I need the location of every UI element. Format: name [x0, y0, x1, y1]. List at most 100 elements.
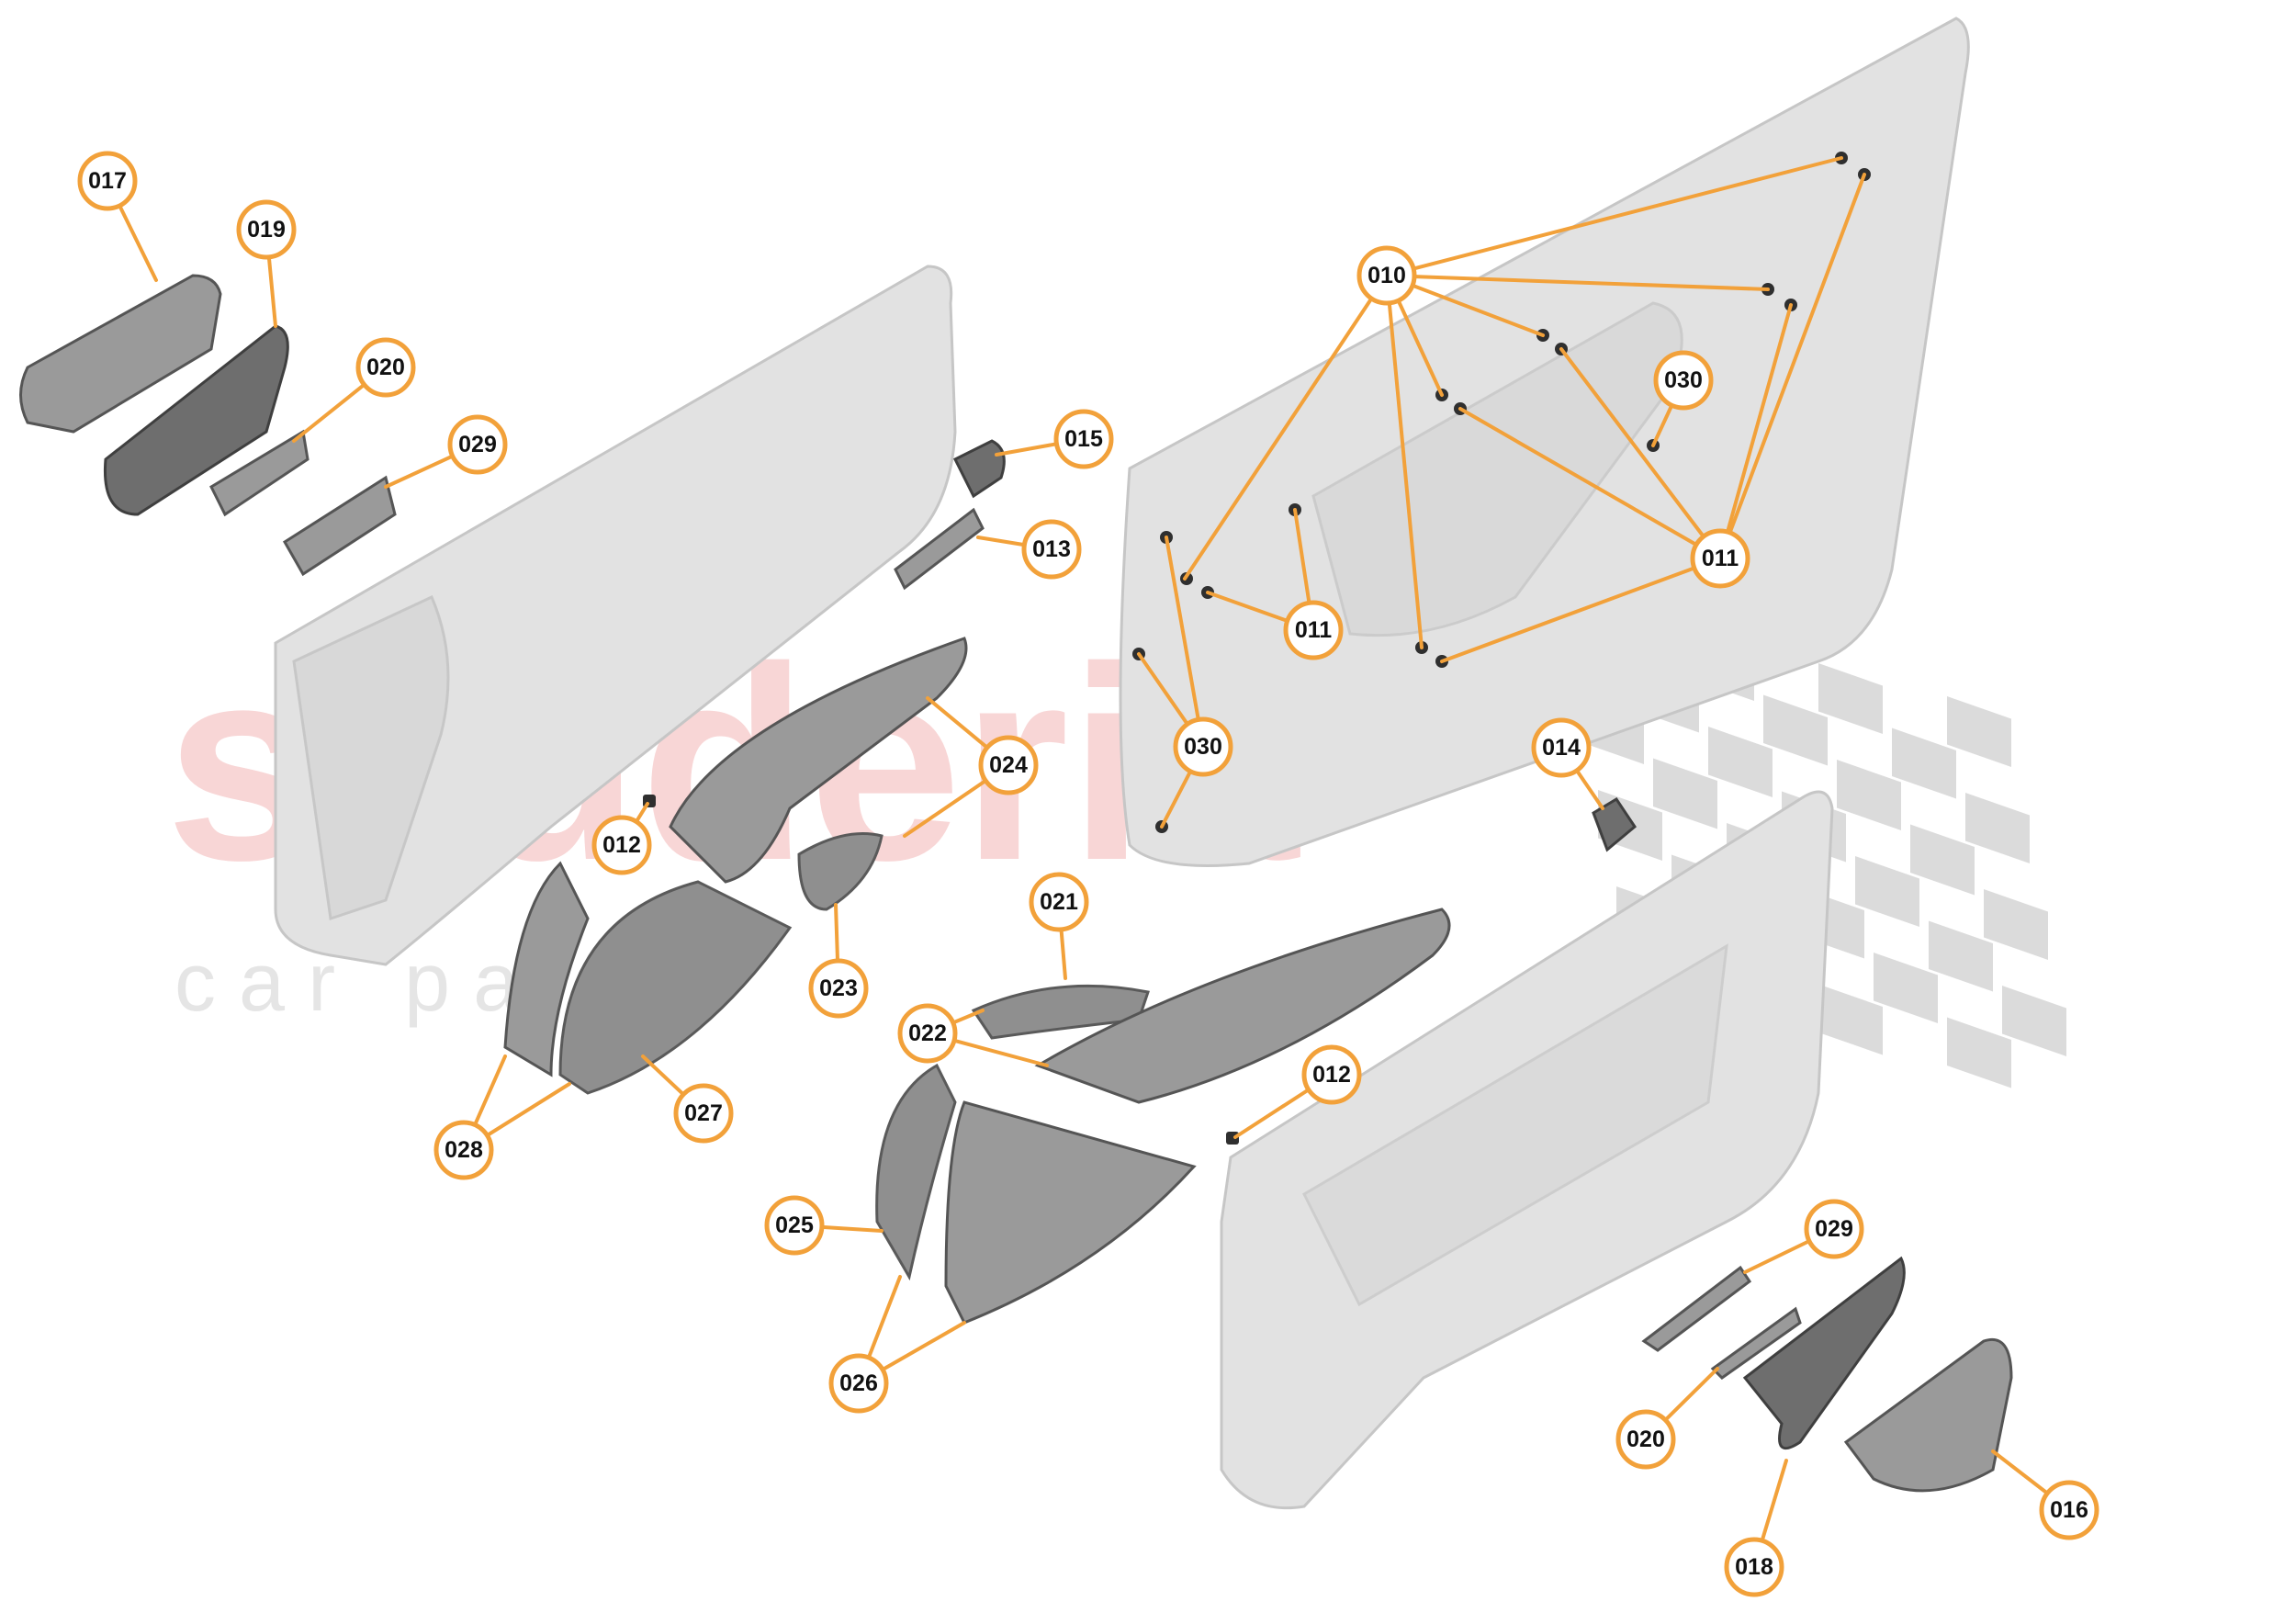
callout-011: 011 [1690, 528, 1750, 589]
callout-label: 012 [1312, 1062, 1351, 1088]
part-020-bracket [209, 429, 310, 517]
callout-label: 027 [684, 1100, 723, 1126]
callout-circle [591, 815, 652, 875]
part-016-handle-bracket-rh [1843, 1338, 2013, 1493]
callout-012: 012 [591, 815, 652, 875]
callout-circle [1021, 519, 1082, 580]
callout-026: 026 [828, 1353, 889, 1414]
leader-line [1458, 407, 1722, 560]
callout-circle [433, 1120, 494, 1180]
part-028-trim-panel [503, 861, 590, 1077]
callout-label: 018 [1735, 1554, 1773, 1580]
part-013-light [894, 507, 985, 591]
part-025-grille [875, 1063, 957, 1281]
part-026-trim-panel [944, 1100, 1197, 1325]
callout-label: 015 [1064, 426, 1103, 452]
callout-label: 021 [1040, 889, 1078, 915]
leader-line [1385, 274, 1424, 649]
callout-015: 015 [1053, 409, 1114, 469]
callout-028: 028 [433, 1120, 494, 1180]
callout-013: 013 [1021, 519, 1082, 580]
callout-label: 012 [602, 832, 641, 858]
checker-square [1818, 663, 1883, 734]
callout-020: 020 [1615, 1409, 1676, 1470]
callout-010: 010 [1356, 245, 1417, 306]
part-027-grille-panel [558, 880, 793, 1095]
callout-022: 022 [897, 1003, 958, 1064]
leader-line [1385, 156, 1843, 277]
callout-circle [1053, 409, 1114, 469]
checker-square [1929, 920, 1993, 992]
leader-line [1718, 173, 1866, 560]
callout-circle [2039, 1480, 2099, 1540]
callout-017: 017 [77, 151, 138, 211]
callout-020: 020 [355, 337, 416, 398]
callout-circle [764, 1195, 825, 1256]
callout-021: 021 [1029, 872, 1089, 932]
checker-square [1910, 824, 1975, 896]
checker-square [1837, 760, 1901, 830]
callout-circle [828, 1353, 889, 1414]
callout-circle [1804, 1199, 1864, 1259]
leader-line [1440, 557, 1722, 663]
callout-019: 019 [236, 199, 297, 260]
callouts: 017 019 020 029 015 013 010 030 011 011 030 014 024 0… [77, 151, 2099, 1597]
callout-circle [1690, 528, 1750, 589]
callout-label: 020 [366, 355, 405, 380]
leader-line [1183, 274, 1389, 581]
callout-circle [1301, 1044, 1362, 1105]
checker-square [1965, 793, 2030, 863]
callout-label: 029 [1815, 1216, 1853, 1242]
callout-circle [447, 414, 508, 475]
part-020-bracket-rh [1710, 1306, 1802, 1380]
callout-circle [1283, 600, 1344, 660]
callout-label: 030 [1664, 367, 1703, 393]
checker-square [1708, 727, 1773, 797]
callout-label: 017 [88, 168, 127, 194]
callout-029: 029 [1804, 1199, 1864, 1259]
checker-square [1874, 953, 1938, 1023]
callout-circle [77, 151, 138, 211]
callout-030: 030 [1653, 350, 1714, 411]
callout-circle [1531, 717, 1592, 778]
checker-square [1892, 727, 1956, 799]
part-018-handle-trim-rh [1742, 1256, 1906, 1450]
callout-label: 024 [989, 752, 1028, 778]
callout-label: 013 [1032, 536, 1071, 562]
leader-line [1165, 536, 1205, 749]
callout-circle [1724, 1537, 1784, 1597]
callout-circle [897, 1003, 958, 1064]
callout-016: 016 [2039, 1480, 2099, 1540]
callout-label: 014 [1542, 735, 1581, 761]
leader-line [1718, 303, 1793, 560]
callout-030: 030 [1173, 716, 1233, 777]
checker-square [1855, 856, 1919, 927]
callout-label: 028 [445, 1137, 483, 1163]
callout-025: 025 [764, 1195, 825, 1256]
callout-label: 022 [908, 1021, 947, 1046]
callout-label: 025 [775, 1212, 814, 1238]
callout-label: 023 [819, 976, 858, 1001]
checker-square [1653, 758, 1717, 829]
checker-square [2002, 986, 2066, 1056]
callout-label: 010 [1367, 263, 1406, 288]
callout-circle [1029, 872, 1089, 932]
part-015-clip [952, 439, 1006, 499]
checker-square [1947, 696, 2011, 767]
callout-circle [355, 337, 416, 398]
part-017-handle-bracket [19, 274, 222, 434]
callout-023: 023 [808, 958, 869, 1019]
part-024-armrest-cover [669, 637, 968, 884]
callout-circle [1356, 245, 1417, 306]
callout-label: 011 [1295, 617, 1332, 643]
callout-circle [1173, 716, 1233, 777]
left-door-panel [274, 265, 957, 966]
callout-label: 026 [839, 1370, 878, 1396]
callout-011: 011 [1283, 600, 1344, 660]
leader-line [1385, 274, 1770, 291]
callout-012: 012 [1301, 1044, 1362, 1105]
callout-circle [1653, 350, 1714, 411]
callout-label: 011 [1702, 546, 1739, 571]
callout-018: 018 [1724, 1537, 1784, 1597]
